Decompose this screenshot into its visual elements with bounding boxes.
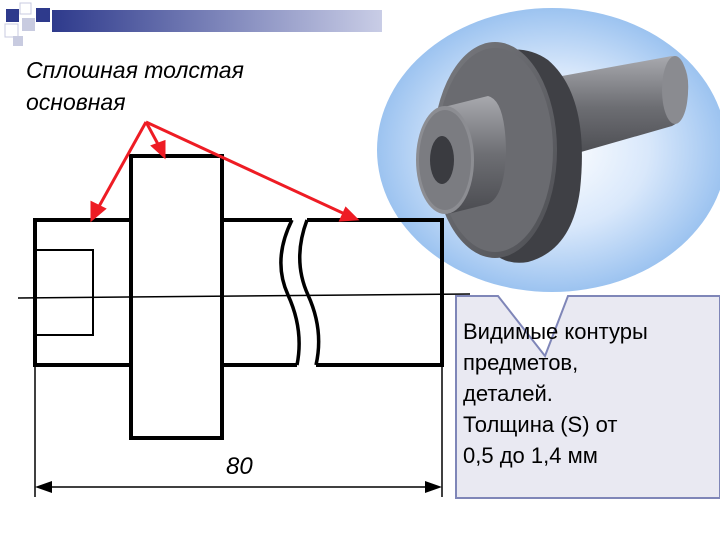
callout-text: Видимые контуры предметов, деталей. Толщ… <box>463 316 648 471</box>
center-line <box>17 293 471 299</box>
line-type-label-line2: основная <box>26 89 126 115</box>
dimension-value: 80 <box>226 453 253 480</box>
bore-contour <box>35 249 94 336</box>
callout-line3: деталей. <box>463 381 553 406</box>
header-bar <box>52 10 382 32</box>
pointer-arrows <box>90 120 360 223</box>
line-type-label-line1: Сплошная толстая <box>26 57 244 83</box>
corner-squares <box>4 2 50 46</box>
callout-line4: Толщина (S) от <box>463 412 618 437</box>
part-3d <box>416 42 689 263</box>
callout-line1: Видимые контуры <box>463 319 648 344</box>
dimension-line <box>35 481 442 493</box>
line-type-label: Сплошная толстая основная <box>26 54 244 118</box>
callout-line5: 0,5 до 1,4 мм <box>463 443 598 468</box>
callout-line2: предметов, <box>463 350 579 375</box>
callout-box <box>455 295 720 499</box>
